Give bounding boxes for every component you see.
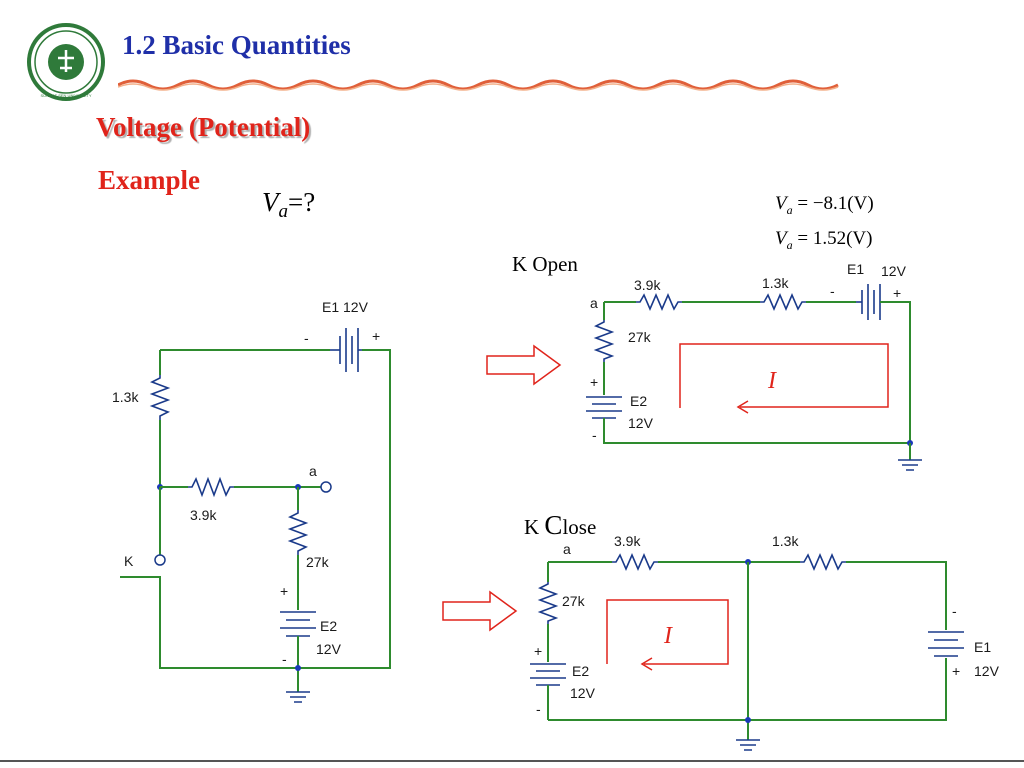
- svg-text:a: a: [309, 463, 317, 479]
- svg-text:+: +: [280, 583, 288, 599]
- svg-text:12V: 12V: [881, 263, 907, 279]
- section-heading: Voltage (Potential): [96, 112, 311, 142]
- battery-e1: [330, 328, 362, 372]
- svg-text:1.3k: 1.3k: [112, 389, 139, 405]
- circuit-open: a 3.9k 1.3k E1 12V - + 27k + E2: [586, 261, 922, 471]
- slide-title: 1.2 Basic Quantities: [122, 30, 351, 60]
- arrow-right-1: [486, 344, 562, 386]
- svg-text:I: I: [767, 368, 777, 394]
- svg-text:3.9k: 3.9k: [614, 533, 641, 549]
- svg-text:E1 12V: E1 12V: [322, 299, 369, 315]
- va-subscript: a: [278, 201, 289, 223]
- example-label: Example: [98, 165, 201, 195]
- svg-text:12V: 12V: [570, 685, 596, 701]
- svg-text:E1: E1: [974, 639, 991, 655]
- svg-text:12V: 12V: [974, 663, 1000, 679]
- svg-text:1.3k: 1.3k: [762, 275, 789, 291]
- university-logo: SUN YAT-SEN UNIVERSITY: [27, 23, 105, 101]
- svg-text:3.9k: 3.9k: [190, 507, 217, 523]
- svg-text:-: -: [952, 603, 957, 619]
- svg-text:E2: E2: [320, 618, 337, 634]
- k-close-label: K Close: [524, 510, 597, 540]
- svg-text:12V: 12V: [316, 641, 342, 657]
- k-open-label: K Open: [512, 252, 578, 276]
- svg-text:a: a: [590, 295, 598, 311]
- svg-text:3.9k: 3.9k: [634, 277, 661, 293]
- svg-text:-: -: [536, 701, 541, 717]
- svg-text:+: +: [590, 374, 598, 390]
- arrow-right-2: [442, 590, 518, 632]
- equation-open: Va = −8.1(V): [775, 193, 874, 217]
- svg-text:+: +: [534, 643, 542, 659]
- svg-text:E2: E2: [630, 393, 647, 409]
- footer-divider: [0, 760, 1024, 762]
- question-va: Va=?: [262, 187, 315, 223]
- equation-close: Va = 1.52(V): [775, 228, 873, 252]
- svg-text:-: -: [830, 283, 835, 299]
- battery-e2-main: [280, 611, 316, 637]
- svg-text:-: -: [304, 330, 309, 346]
- question-text: =?: [288, 187, 316, 217]
- svg-text:12V: 12V: [628, 415, 654, 431]
- svg-text:1.3k: 1.3k: [772, 533, 799, 549]
- va-symbol: V: [262, 187, 279, 217]
- svg-text:27k: 27k: [628, 329, 652, 345]
- logo-text: SUN YAT-SEN UNIVERSITY: [40, 93, 91, 98]
- svg-text:27k: 27k: [306, 554, 330, 570]
- svg-text:-: -: [592, 427, 597, 443]
- svg-text:E1: E1: [847, 261, 864, 277]
- svg-text:27k: 27k: [562, 593, 586, 609]
- svg-text:I: I: [663, 623, 673, 649]
- svg-text:+: +: [893, 285, 901, 301]
- svg-text:-: -: [282, 651, 287, 667]
- svg-text:a: a: [563, 541, 571, 557]
- circuit-main: E1 12V - + 1.3k 3.9k a 27k +: [112, 299, 391, 703]
- svg-text:E2: E2: [572, 663, 589, 679]
- circuit-close: a 3.9k 1.3k - E1 + 12V 27k +: [530, 533, 1000, 751]
- title-underline-wave: [118, 79, 839, 91]
- svg-text:+: +: [952, 663, 960, 679]
- svg-text:+: +: [372, 328, 380, 344]
- svg-text:K: K: [124, 553, 134, 569]
